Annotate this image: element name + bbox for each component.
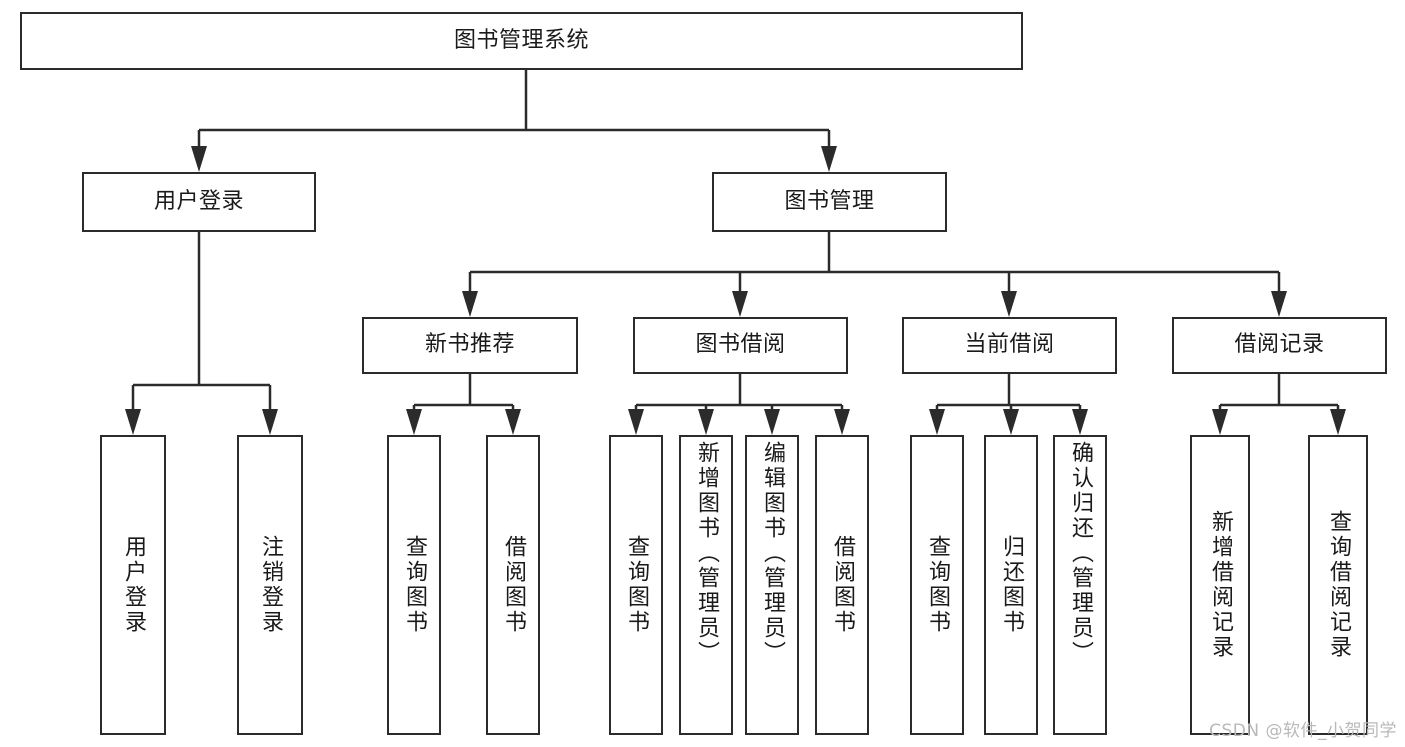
node-leaf-query-book-borrow[interactable]: 查询图书 <box>609 435 663 735</box>
arrowhead-icon <box>125 409 141 435</box>
arrowhead-icon <box>732 291 748 317</box>
node-label-leaf-query-book-cur: 查询图书 <box>925 535 950 635</box>
node-label-current-borrow: 当前借阅 <box>964 332 1055 358</box>
node-label-leaf-query-book-borrow: 查询图书 <box>624 535 649 635</box>
node-leaf-add-book-admin[interactable]: 新增图书（管理员） <box>679 435 733 735</box>
node-leaf-logout[interactable]: 注销登录 <box>237 435 303 735</box>
node-leaf-query-book-rec[interactable]: 查询图书 <box>387 435 441 735</box>
node-book-manage[interactable]: 图书管理 <box>712 172 947 232</box>
node-new-book-recommend[interactable]: 新书推荐 <box>362 317 578 374</box>
node-leaf-query-book-cur[interactable]: 查询图书 <box>910 435 964 735</box>
watermark-text: CSDN @软件_小贺同学 <box>1209 721 1397 741</box>
node-label-leaf-logout: 注销登录 <box>258 535 283 635</box>
node-label-leaf-borrow-book-rec: 借阅图书 <box>501 535 526 635</box>
node-leaf-query-borrow-record[interactable]: 查询借阅记录 <box>1308 435 1368 735</box>
arrowhead-icon <box>821 146 837 172</box>
arrowhead-icon <box>262 409 278 435</box>
arrowhead-icon <box>698 409 714 435</box>
arrowhead-icon <box>1001 291 1017 317</box>
node-label-borrow-record: 借阅记录 <box>1234 332 1325 358</box>
node-label-leaf-query-borrow-record: 查询借阅记录 <box>1326 510 1351 660</box>
arrowhead-icon <box>1330 409 1346 435</box>
node-label-leaf-confirm-return-admin: 确认归还（管理员） <box>1068 441 1093 666</box>
node-user-login[interactable]: 用户登录 <box>82 172 316 232</box>
node-label-book-manage: 图书管理 <box>784 188 875 214</box>
arrowhead-icon <box>1003 409 1019 435</box>
node-label-new-book-recommend: 新书推荐 <box>424 332 515 358</box>
node-leaf-edit-book-admin[interactable]: 编辑图书（管理员） <box>745 435 799 735</box>
node-label-leaf-edit-book-admin: 编辑图书（管理员） <box>760 441 785 666</box>
node-leaf-confirm-return-admin[interactable]: 确认归还（管理员） <box>1053 435 1107 735</box>
node-label-book-borrow: 图书借阅 <box>695 332 786 358</box>
node-leaf-user-login[interactable]: 用户登录 <box>100 435 166 735</box>
arrowhead-icon <box>1271 291 1287 317</box>
node-label-leaf-borrow-book: 借阅图书 <box>830 535 855 635</box>
arrowhead-icon <box>1072 409 1088 435</box>
arrowhead-icon <box>1212 409 1228 435</box>
node-book-borrow[interactable]: 图书借阅 <box>633 317 848 374</box>
arrowhead-icon <box>628 409 644 435</box>
node-borrow-record[interactable]: 借阅记录 <box>1172 317 1387 374</box>
node-label-leaf-user-login: 用户登录 <box>121 535 146 635</box>
node-leaf-add-borrow-record[interactable]: 新增借阅记录 <box>1190 435 1250 735</box>
arrowhead-icon <box>191 146 207 172</box>
node-label-user-login: 用户登录 <box>153 188 244 214</box>
node-label-leaf-query-book-rec: 查询图书 <box>402 535 427 635</box>
node-label-root: 图书管理系统 <box>453 27 589 53</box>
arrowhead-icon <box>505 409 521 435</box>
arrowhead-icon <box>462 291 478 317</box>
arrowhead-icon <box>834 409 850 435</box>
node-leaf-return-book[interactable]: 归还图书 <box>984 435 1038 735</box>
node-leaf-borrow-book-rec[interactable]: 借阅图书 <box>486 435 540 735</box>
node-label-leaf-return-book: 归还图书 <box>999 535 1024 635</box>
node-current-borrow[interactable]: 当前借阅 <box>902 317 1117 374</box>
arrowhead-icon <box>929 409 945 435</box>
node-label-leaf-add-borrow-record: 新增借阅记录 <box>1208 510 1233 660</box>
arrowhead-icon <box>406 409 422 435</box>
node-leaf-borrow-book[interactable]: 借阅图书 <box>815 435 869 735</box>
node-root[interactable]: 图书管理系统 <box>20 12 1023 70</box>
arrowhead-icon <box>764 409 780 435</box>
node-label-leaf-add-book-admin: 新增图书（管理员） <box>694 441 719 666</box>
